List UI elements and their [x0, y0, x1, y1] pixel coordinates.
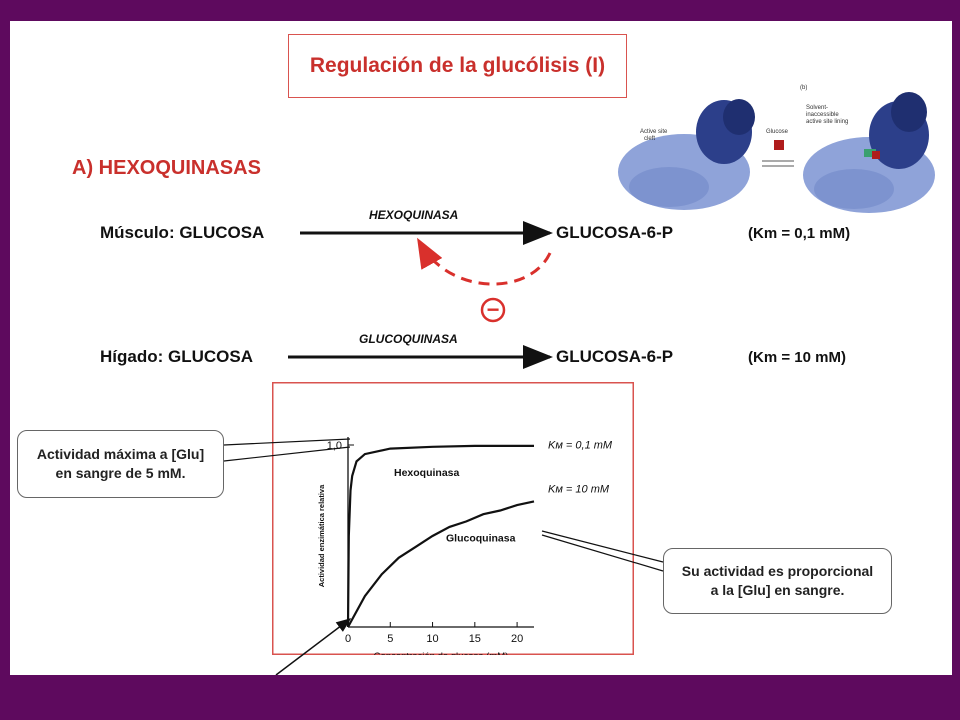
x-tick-label: 10 — [426, 633, 438, 645]
pointer-left-callout — [223, 438, 351, 462]
reaction-arrows: − — [288, 221, 553, 369]
protein-open-conformation — [618, 99, 755, 210]
glucose-label: Glucose — [766, 129, 789, 135]
glucokinase-enzyme-label: GLUCOQUINASA — [359, 332, 458, 346]
callout-right-line-1: Su actividad es proporcional — [681, 563, 874, 579]
protein-closed-conformation — [803, 92, 935, 213]
series-label-hexoquinasa: Hexoquinasa — [394, 467, 460, 479]
x-tick-label: 0 — [345, 633, 351, 645]
active-site-label-1: Active site — [640, 129, 668, 135]
section-heading: A) HEXOQUINASAS — [72, 157, 261, 179]
x-tick-label: 5 — [387, 633, 393, 645]
chart-frame — [272, 382, 634, 655]
solvent-label-1: Solvent- — [806, 105, 828, 111]
solvent-label-3: active site lining — [806, 119, 848, 125]
muscle-km: (Km = 0,1 mM) — [748, 225, 851, 242]
series-line-glucoquinasa — [347, 500, 535, 628]
liver-km: (Km = 10 mM) — [748, 349, 846, 366]
hexokinase-enzyme-label: HEXOQUINASA — [369, 208, 459, 222]
inhibition-circle-icon — [480, 297, 506, 323]
title-text: Regulación de la glucólisis (I) — [309, 54, 606, 77]
liver-product: GLUCOSA-6-P — [556, 347, 674, 366]
slide-title: Regulación de la glucólisis (I) — [288, 34, 627, 98]
callout-proportional: Su actividad es proporcional a la [Glu] … — [663, 548, 892, 614]
km-label-glucoquinasa: Kм = 10 mM — [548, 483, 610, 495]
x-tick-label: 20 — [511, 633, 523, 645]
x-axis-label: Concentración de glucosa (mM) — [374, 651, 509, 655]
callout-pointers — [223, 438, 664, 675]
muscle-substrate: Músculo: GLUCOSA — [100, 223, 265, 242]
pointer-origin-arrow — [275, 618, 352, 675]
feedback-inhibition-arrow — [417, 237, 552, 286]
callout-left-line-2: en sangre de 5 mM. — [55, 465, 186, 481]
muscle-product: GLUCOSA-6-P — [556, 223, 674, 242]
callout-left-line-1: Actividad máxima a [Glu] — [36, 446, 205, 462]
hexokinase-structure-figure: Active site cleft Glucose (b) Solvent- i… — [618, 85, 935, 213]
series-line-hexoquinasa — [346, 444, 534, 628]
glucose-molecule-icon — [774, 140, 784, 150]
callout-right-line-2: a la [Glu] en sangre. — [710, 582, 845, 598]
pointer-right-callout — [541, 530, 664, 572]
callout-max-activity: Actividad máxima a [Glu] en sangre de 5 … — [17, 430, 224, 498]
solvent-label-2: inaccessible — [806, 112, 839, 118]
y-axis-label: Actividad enzimática relativa — [317, 484, 326, 587]
km-label-hexoquinasa: Kм = 0,1 mM — [548, 440, 613, 452]
series-label-glucoquinasa: Glucoquinasa — [446, 532, 516, 544]
slide: Regulación de la glucólisis (I) Active s… — [10, 21, 952, 675]
liver-substrate: Hígado: GLUCOSA — [100, 347, 253, 366]
inhibition-minus-symbol: − — [487, 297, 500, 322]
panel-b-label: (b) — [800, 85, 807, 91]
active-site-label-2: cleft — [644, 136, 655, 142]
x-tick-label: 15 — [469, 633, 481, 645]
